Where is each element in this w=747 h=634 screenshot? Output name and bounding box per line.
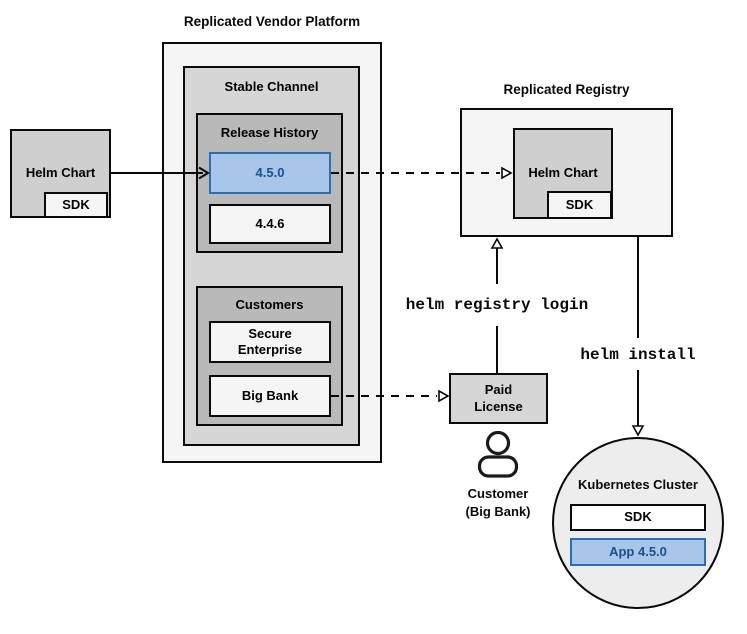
customer-secure-enterprise-label: Secure Enterprise	[237, 325, 303, 357]
source-helm-chart-label: Helm Chart	[25, 165, 96, 181]
cluster-sdk-box: SDK	[570, 504, 706, 531]
release-446-box: 4.4.6	[209, 204, 331, 244]
arrow-install-head	[631, 425, 645, 437]
kubernetes-cluster-title: Kubernetes Cluster	[578, 477, 698, 492]
customer-big-bank-box: Big Bank	[209, 375, 331, 417]
source-sdk-label: SDK	[62, 196, 90, 212]
customer-name: Customer	[467, 486, 529, 501]
helm-registry-login-command: helm registry login	[405, 296, 589, 314]
arrow-bigbank-to-license-head	[438, 389, 450, 403]
customers-label: Customers	[235, 297, 304, 312]
customer-big-bank-label: Big Bank	[241, 387, 299, 403]
customer-secure-enterprise-box: Secure Enterprise	[209, 321, 331, 363]
release-history-label: Release History	[220, 125, 319, 140]
registry-sdk-box: SDK	[547, 191, 612, 219]
stable-channel-label: Stable Channel	[224, 79, 319, 94]
helm-install-command: helm install	[580, 346, 696, 364]
customer-caption: Customer (Big Bank)	[448, 485, 548, 521]
registry-sdk-label: SDK	[565, 196, 594, 212]
customer-person-icon	[477, 430, 519, 478]
vendor-platform-title: Replicated Vendor Platform	[183, 14, 361, 29]
paid-license-box: Paid License	[449, 373, 548, 424]
cluster-app-label: App 4.5.0	[609, 543, 667, 559]
source-sdk-box: SDK	[44, 192, 108, 218]
paid-license-label: Paid License	[474, 382, 523, 414]
arrow-login-head	[490, 237, 504, 249]
release-450-box: 4.5.0	[209, 152, 331, 194]
cluster-app-box: App 4.5.0	[570, 538, 706, 566]
release-450-label: 4.5.0	[255, 164, 285, 180]
release-446-label: 4.4.6	[255, 215, 285, 231]
registry-helm-chart-label: Helm Chart	[528, 165, 598, 181]
cluster-sdk-label: SDK	[624, 509, 652, 525]
customer-detail: (Big Bank)	[465, 503, 531, 519]
registry-title: Replicated Registry	[503, 82, 630, 97]
